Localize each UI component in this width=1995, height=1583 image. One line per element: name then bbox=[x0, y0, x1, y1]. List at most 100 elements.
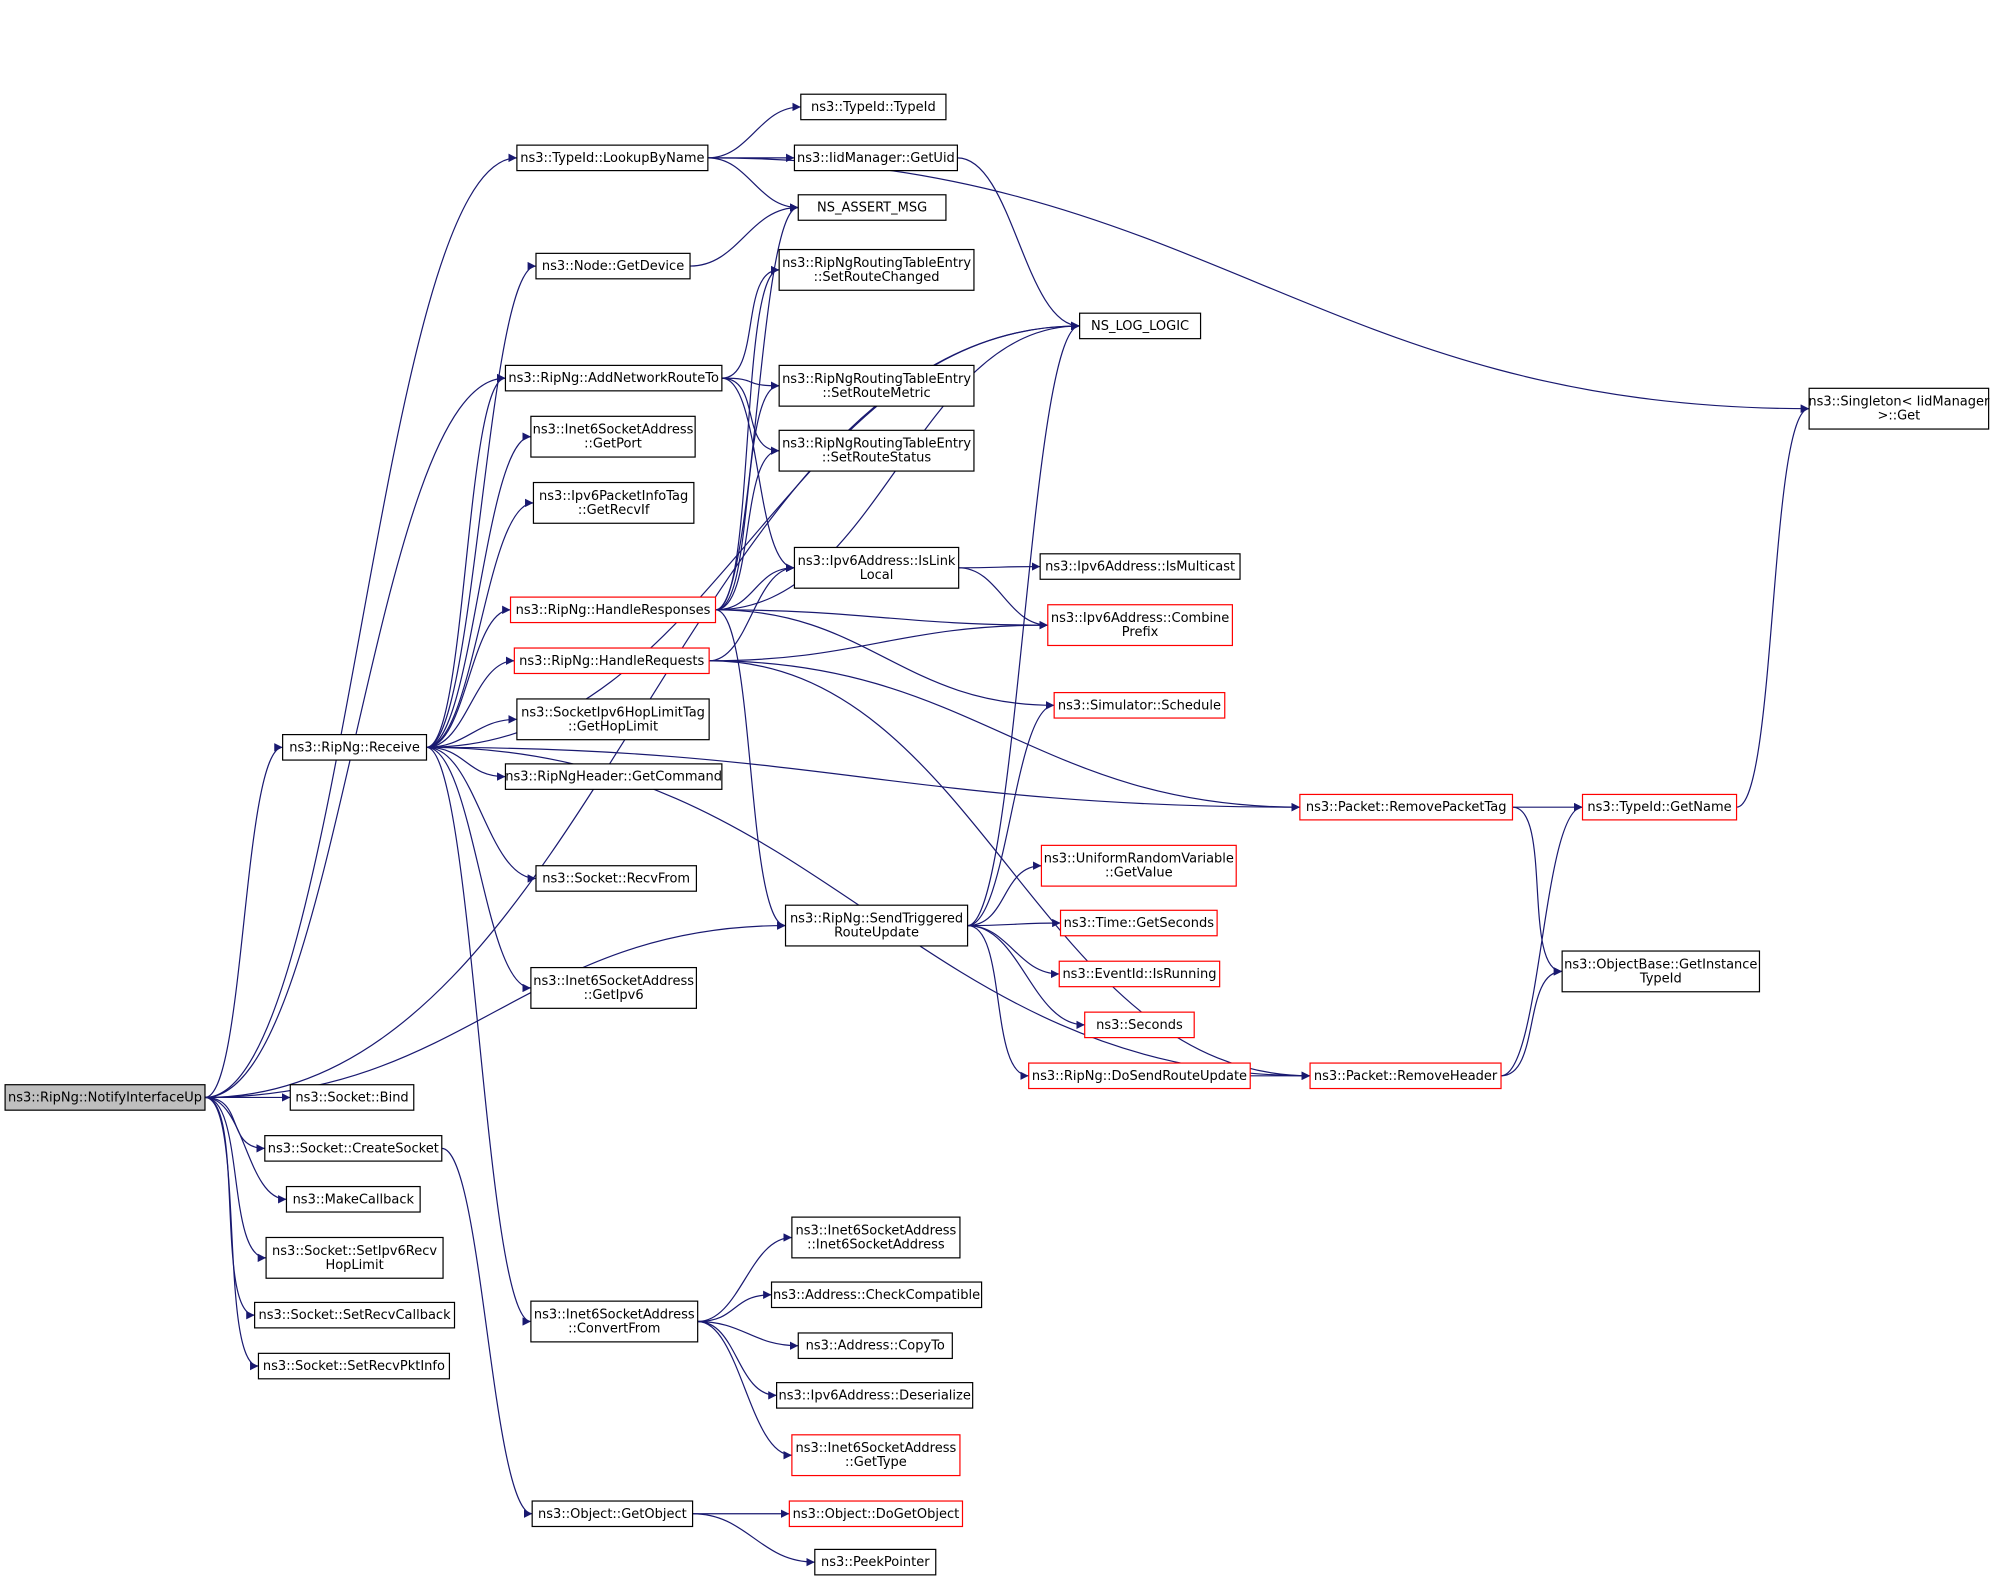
node-getport[interactable]: ns3::Inet6SocketAddress::GetPort bbox=[530, 415, 696, 458]
node-gettype[interactable]: ns3::Inet6SocketAddress::GetType bbox=[791, 1434, 961, 1477]
edge-arrow bbox=[426, 432, 531, 748]
node-getipv6[interactable]: ns3::Inet6SocketAddress::GetIpv6 bbox=[530, 966, 698, 1009]
node-box bbox=[793, 546, 960, 589]
node-seconds[interactable]: ns3::Seconds bbox=[1084, 1011, 1195, 1039]
node-getseconds[interactable]: ns3::Time::GetSeconds bbox=[1059, 909, 1218, 937]
node-isrunning[interactable]: ns3::EventId::IsRunning bbox=[1058, 960, 1221, 988]
node-label: ns3::RipNg::NotifyInterfaceUp bbox=[8, 1090, 202, 1105]
node-removepackettag[interactable]: ns3::Packet::RemovePacketTag bbox=[1299, 793, 1514, 821]
node-nodegetdevice[interactable]: ns3::Node::GetDevice bbox=[535, 252, 691, 280]
edge-arrow bbox=[204, 921, 786, 1099]
edge-receive-to-nodegetdevice bbox=[426, 261, 537, 748]
edge-handlerequests-to-combineprefix bbox=[709, 620, 1048, 662]
node-label: ns3::Socket::SetRecvPktInfo bbox=[263, 1359, 445, 1374]
node-box bbox=[289, 1084, 415, 1111]
node-addnetworkrouteto[interactable]: ns3::RipNg::AddNetworkRouteTo bbox=[504, 364, 723, 392]
edge-arrow bbox=[441, 1147, 533, 1518]
node-setroutemetric[interactable]: ns3::RipNgRoutingTableEntry::SetRouteMet… bbox=[778, 364, 975, 407]
node-label: ns3::Seconds bbox=[1096, 1018, 1183, 1033]
node-typeidgetname[interactable]: ns3::TypeId::GetName bbox=[1581, 793, 1738, 821]
node-getuid[interactable]: ns3::IidManager::GetUid bbox=[793, 144, 958, 172]
edge-handleresponses-to-schedule bbox=[715, 609, 1055, 710]
node-convertfrom[interactable]: ns3::Inet6SocketAddress::ConvertFrom bbox=[530, 1300, 699, 1343]
node-label: ns3::RipNgHeader::GetCommand bbox=[505, 770, 722, 785]
node-notify[interactable]: ns3::RipNg::NotifyInterfaceUp bbox=[4, 1084, 206, 1111]
node-handleresponses[interactable]: ns3::RipNg::HandleResponses bbox=[509, 596, 717, 624]
node-setroutechanged[interactable]: ns3::RipNgRoutingTableEntry::SetRouteCha… bbox=[778, 248, 975, 291]
node-label: ns3::RipNg::AddNetworkRouteTo bbox=[508, 371, 719, 386]
node-schedule[interactable]: ns3::Simulator::Schedule bbox=[1053, 691, 1226, 719]
edge-arrow bbox=[697, 1320, 792, 1460]
node-setrecvpktinfo[interactable]: ns3::Socket::SetRecvPktInfo bbox=[257, 1352, 451, 1380]
node-getvalue[interactable]: ns3::UniformRandomVariable::GetValue bbox=[1040, 844, 1237, 887]
node-checkcompatible[interactable]: ns3::Address::CheckCompatible bbox=[770, 1281, 983, 1309]
node-makecallback[interactable]: ns3::MakeCallback bbox=[285, 1185, 421, 1213]
node-deserialize[interactable]: ns3::Ipv6Address::Deserialize bbox=[776, 1382, 974, 1409]
node-box bbox=[1561, 950, 1761, 993]
node-label: ns3::TypeId::TypeId bbox=[811, 100, 936, 115]
edge-receive-to-handlerequests bbox=[426, 656, 515, 748]
node-label: ::SetRouteStatus bbox=[822, 451, 931, 466]
node-box bbox=[800, 93, 947, 121]
edge-notify-to-receive bbox=[204, 743, 283, 1099]
node-nslog[interactable]: NS_LOG_LOGIC bbox=[1079, 312, 1202, 340]
edge-arrow bbox=[1512, 806, 1563, 976]
edge-arrow bbox=[967, 918, 1061, 928]
node-copyto[interactable]: ns3::Address::CopyTo bbox=[797, 1332, 953, 1360]
edge-arrow bbox=[957, 157, 1080, 331]
node-typeidctor[interactable]: ns3::TypeId::TypeId bbox=[800, 93, 947, 121]
node-handlerequests[interactable]: ns3::RipNg::HandleRequests bbox=[513, 647, 710, 675]
node-label: ns3::Singleton< IidManager bbox=[1808, 395, 1990, 410]
edge-arrow bbox=[697, 1290, 772, 1323]
node-setrecvcallback[interactable]: ns3::Socket::SetRecvCallback bbox=[254, 1301, 456, 1329]
node-bind[interactable]: ns3::Socket::Bind bbox=[289, 1084, 415, 1111]
node-gethoplimit[interactable]: ns3::SocketIpv6HopLimitTag::GetHopLimit bbox=[516, 698, 710, 741]
node-getrecvif[interactable]: ns3::Ipv6PacketInfoTag::GetRecvIf bbox=[532, 481, 695, 524]
node-removeheader[interactable]: ns3::Packet::RemoveHeader bbox=[1309, 1062, 1502, 1090]
node-label: ns3::Ipv6Address::IsLink bbox=[798, 554, 956, 569]
node-label: ns3::Address::CheckCompatible bbox=[773, 1288, 980, 1303]
node-ismulticast[interactable]: ns3::Ipv6Address::IsMulticast bbox=[1039, 553, 1241, 580]
edge-arrow bbox=[707, 157, 1810, 413]
node-label: ns3::Simulator::Schedule bbox=[1058, 698, 1221, 713]
edge-notify-to-sendtriggered bbox=[204, 921, 786, 1099]
node-label: ns3::Socket::Bind bbox=[295, 1090, 408, 1105]
node-label: ns3::Inet6SocketAddress bbox=[533, 974, 694, 989]
node-createsocket[interactable]: ns3::Socket::CreateSocket bbox=[264, 1135, 443, 1162]
edge-nodegetdevice-to-nsassert bbox=[690, 203, 799, 267]
edge-arrow bbox=[958, 562, 1041, 571]
node-box bbox=[1058, 960, 1221, 988]
node-receive[interactable]: ns3::RipNg::Receive bbox=[282, 733, 428, 761]
edge-arrow bbox=[958, 567, 1048, 630]
node-inet6ctor[interactable]: ns3::Inet6SocketAddress::Inet6SocketAddr… bbox=[791, 1216, 961, 1259]
node-label: ns3::RipNg::HandleResponses bbox=[516, 603, 711, 618]
node-nsassert[interactable]: NS_ASSERT_MSG bbox=[797, 194, 947, 221]
edge-arrow bbox=[715, 381, 780, 611]
node-singletonget[interactable]: ns3::Singleton< IidManager>::Get bbox=[1808, 387, 1990, 430]
edge-arrow bbox=[426, 746, 532, 1326]
node-dogetobject[interactable]: ns3::Object::DoGetObject bbox=[788, 1500, 964, 1528]
node-peekpointer[interactable]: ns3::PeekPointer bbox=[814, 1548, 937, 1576]
edge-arrow bbox=[426, 746, 1300, 812]
edge-arrow bbox=[426, 746, 531, 993]
edge-removepackettag-to-getinstancetypeid bbox=[1512, 806, 1563, 976]
edge-sendtriggered-to-schedule bbox=[967, 701, 1055, 927]
node-label: ::GetType bbox=[845, 1455, 907, 1470]
node-recvfrom[interactable]: ns3::Socket::RecvFrom bbox=[535, 865, 698, 892]
edge-sendtriggered-to-getvalue bbox=[967, 861, 1042, 927]
node-getobject[interactable]: ns3::Object::GetObject bbox=[531, 1500, 694, 1528]
node-lookupbyname[interactable]: ns3::TypeId::LookupByName bbox=[516, 144, 709, 172]
node-getcommand[interactable]: ns3::RipNgHeader::GetCommand bbox=[504, 763, 723, 790]
node-dosendrouteupdate[interactable]: ns3::RipNg::DoSendRouteUpdate bbox=[1028, 1062, 1251, 1090]
node-label: RouteUpdate bbox=[834, 926, 919, 941]
node-setroutestatus[interactable]: ns3::RipNgRoutingTableEntry::SetRouteSta… bbox=[778, 429, 975, 472]
node-label: ::GetPort bbox=[584, 437, 642, 452]
edge-handleresponses-to-setroutemetric bbox=[715, 381, 780, 611]
node-label: TypeId bbox=[1639, 971, 1682, 986]
